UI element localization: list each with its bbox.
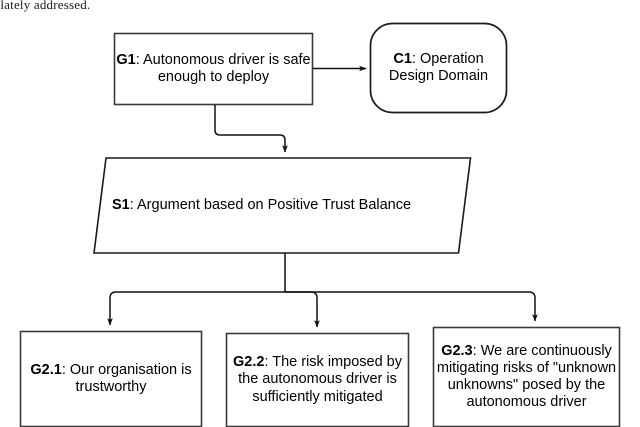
edge-s1-to-g21 (107, 291, 285, 326)
node-s1-shape[interactable] (93, 157, 472, 254)
cropped-paragraph-text: ...lately addressed. (0, 0, 160, 14)
node-g22-shape[interactable] (225, 332, 410, 427)
edge-s1-to-g22 (285, 291, 320, 328)
edge-g1-to-s1 (214, 105, 288, 153)
node-g23-shape[interactable] (432, 326, 621, 427)
node-c1-shape[interactable] (369, 22, 508, 114)
edge-s1-to-g23 (285, 291, 538, 322)
node-g1-shape[interactable] (113, 32, 314, 106)
node-g21-shape[interactable] (19, 330, 203, 427)
paragraph-text-line: ...lately addressed. (0, 0, 91, 12)
